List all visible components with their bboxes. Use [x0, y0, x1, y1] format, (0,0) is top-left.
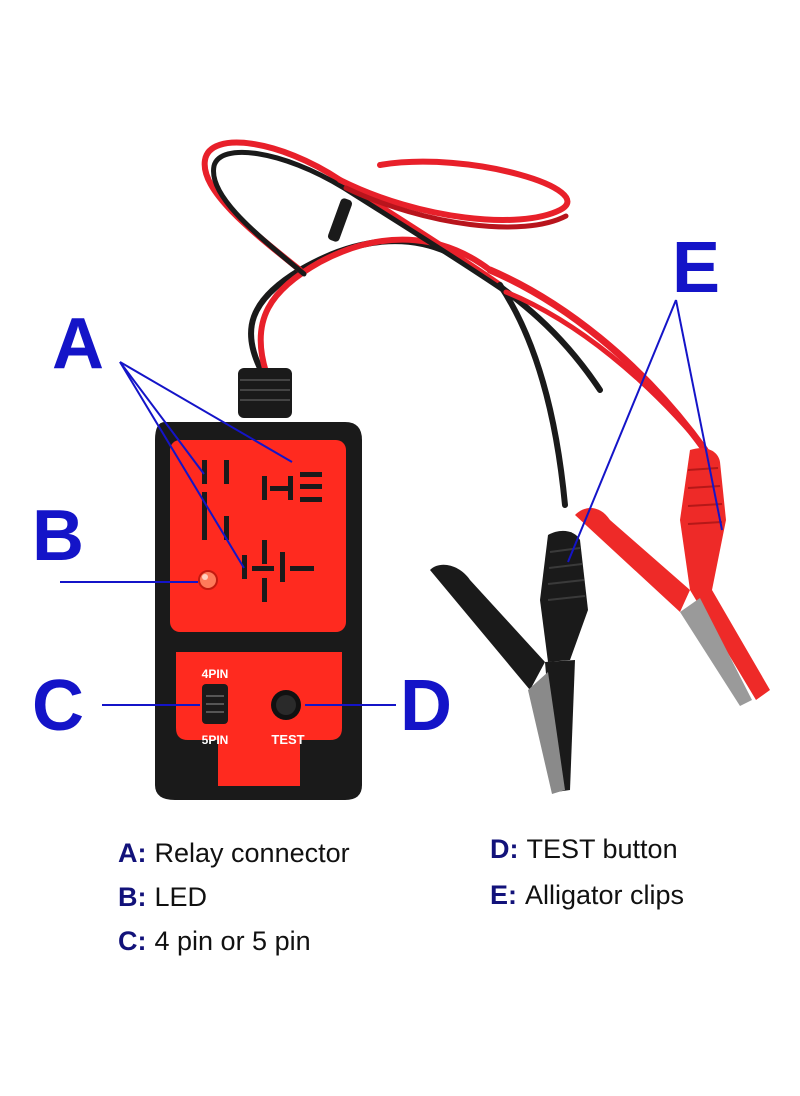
legend-text: TEST button: [526, 834, 678, 864]
label-b: B: [32, 496, 84, 576]
legend-text: Relay connector: [154, 838, 350, 868]
legend-text: 4 pin or 5 pin: [154, 926, 311, 956]
relay-tester-device: 4PIN 5PIN TEST: [155, 368, 362, 800]
cable-bundle: [201, 139, 715, 508]
label-e: E: [672, 228, 720, 308]
legend-text: Alligator clips: [525, 880, 685, 910]
label-c: C: [32, 666, 84, 746]
black-alligator-clip: [430, 530, 588, 794]
legend-item-e: E: Alligator clips: [490, 880, 684, 911]
led-indicator: [198, 570, 218, 590]
label-d: D: [400, 666, 452, 746]
legend-key: A:: [118, 838, 147, 868]
relay-socket-panel: [170, 440, 346, 632]
red-alligator-clip: [575, 448, 770, 706]
label-a: A: [52, 304, 104, 384]
legend-item-c: C:4 pin or 5 pin: [118, 926, 311, 957]
legend-item-a: A:Relay connector: [118, 838, 350, 869]
legend-item-d: D:TEST button: [490, 834, 678, 865]
legend-item-b: B:LED: [118, 882, 207, 913]
legend-key: E:: [490, 880, 517, 910]
label-pointers: [60, 299, 723, 706]
legend-key: D:: [490, 834, 519, 864]
strain-relief: [238, 368, 292, 418]
legend-key: B:: [118, 882, 147, 912]
test-label: TEST: [271, 732, 304, 747]
legend-text: LED: [154, 882, 208, 912]
pin-bottom-label: 5PIN: [202, 733, 229, 747]
legend-key: C:: [118, 926, 147, 956]
pin-top-label: 4PIN: [202, 667, 229, 681]
